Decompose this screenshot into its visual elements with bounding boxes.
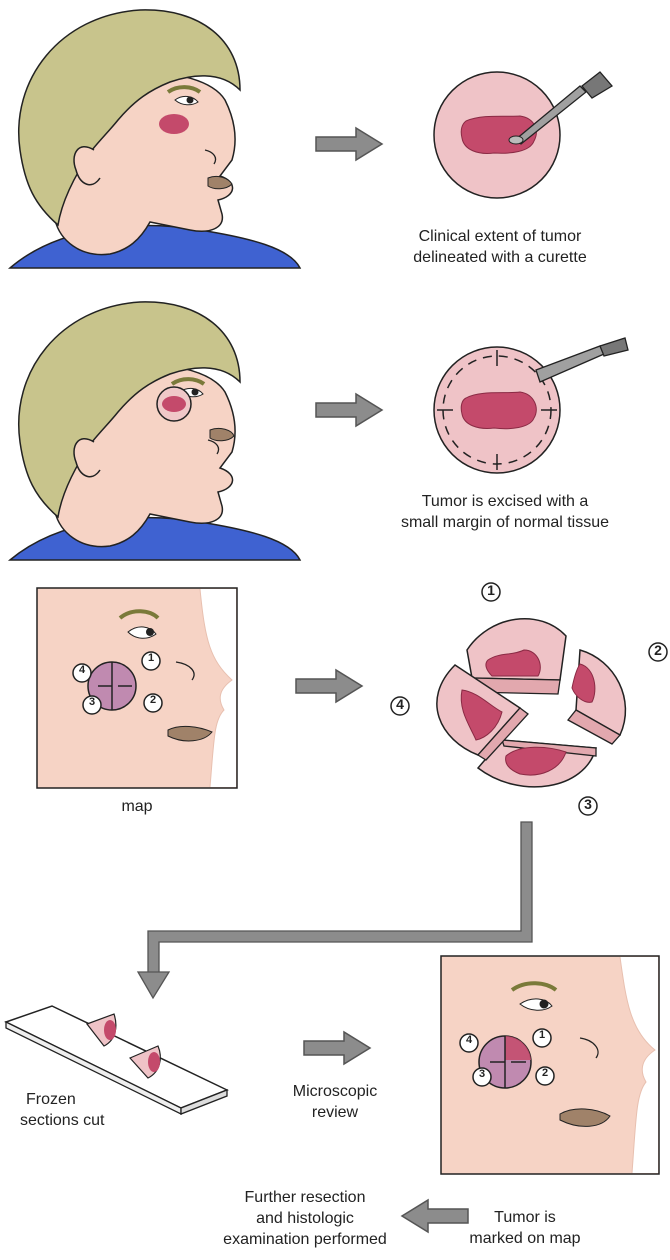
map-number-3: 3 [86, 696, 98, 708]
caption-frozen-line-1: Frozen [20, 1089, 130, 1110]
map-number-4: 4 [76, 664, 88, 676]
arrow-left-1 [402, 1200, 468, 1232]
marked-number-3: 3 [476, 1068, 488, 1080]
marked-number-4: 4 [463, 1034, 475, 1046]
map-box [37, 588, 237, 788]
arrow-right-4 [304, 1032, 370, 1064]
caption-map: map [100, 796, 174, 817]
caption-map-text: map [100, 796, 174, 817]
caption-frozen: Frozen sections cut [20, 1089, 130, 1131]
piece-number-1: 1 [483, 582, 499, 598]
patient-face-1 [10, 10, 300, 268]
caption-micro-line-1: Microscopic [270, 1081, 400, 1102]
caption-marked-line-1: Tumor is [460, 1207, 590, 1228]
caption-frozen-line-2: sections cut [20, 1110, 130, 1131]
piece-number-4: 4 [392, 696, 408, 712]
caption-micro-line-2: review [270, 1102, 400, 1123]
caption-excise-line-2: small margin of normal tissue [370, 512, 640, 533]
marked-map-box [441, 956, 659, 1174]
caption-further-line-2: and histologic [215, 1208, 395, 1229]
caption-further-line-3: examination performed [215, 1229, 395, 1250]
caption-curette-line-1: Clinical extent of tumor [370, 226, 630, 247]
piece-number-2: 2 [650, 642, 666, 658]
caption-marked-line-2: marked on map [460, 1228, 590, 1249]
arrow-right-1 [316, 128, 382, 160]
caption-marked: Tumor is marked on map [460, 1207, 590, 1249]
excision-margin [434, 338, 628, 473]
patient-face-2 [10, 302, 300, 560]
marked-number-2: 2 [539, 1067, 551, 1079]
caption-excise: Tumor is excised with a small margin of … [370, 491, 640, 533]
caption-further: Further resection and histologic examina… [215, 1187, 395, 1250]
caption-curette: Clinical extent of tumor delineated with… [370, 226, 630, 268]
arrow-right-2 [316, 394, 382, 426]
curette-delineation [434, 72, 612, 198]
caption-further-line-1: Further resection [215, 1187, 395, 1208]
piece-number-3: 3 [580, 796, 596, 812]
arrow-right-3 [296, 670, 362, 702]
caption-microscopic: Microscopic review [270, 1081, 400, 1123]
caption-curette-line-2: delineated with a curette [370, 247, 630, 268]
map-number-1: 1 [145, 652, 157, 664]
caption-excise-line-1: Tumor is excised with a [370, 491, 640, 512]
map-number-2: 2 [147, 694, 159, 706]
marked-number-1: 1 [536, 1029, 548, 1041]
tissue-pieces [437, 619, 626, 787]
